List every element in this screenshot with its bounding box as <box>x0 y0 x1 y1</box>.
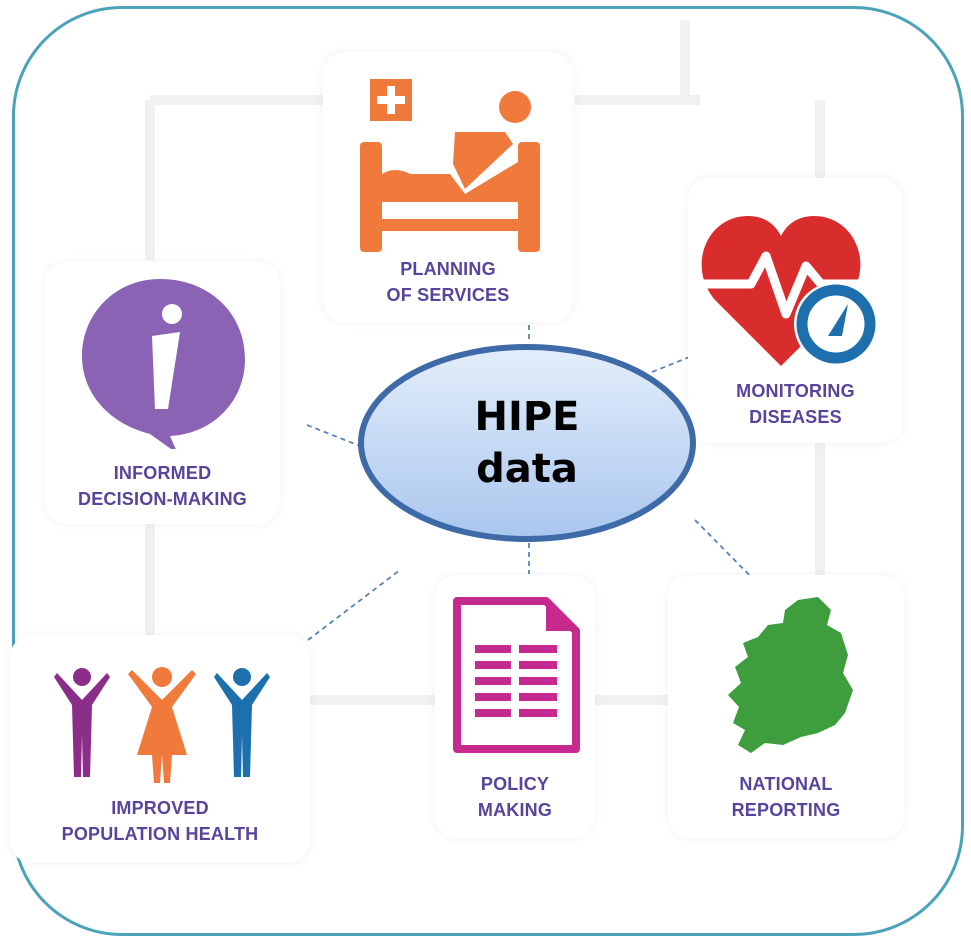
monitoring-card: MONITORING DISEASES <box>688 178 903 443</box>
hub-title: HIPE data <box>357 391 697 495</box>
population-line1: IMPROVED <box>111 798 209 818</box>
national-line2: REPORTING <box>731 800 841 820</box>
person-orange <box>128 667 196 783</box>
hub-line2: data <box>476 446 578 492</box>
people-group-icon <box>54 667 270 783</box>
monitoring-label: MONITORING DISEASES <box>688 378 903 430</box>
hub-line1: HIPE <box>474 394 580 440</box>
population-card: IMPROVED POPULATION HEALTH <box>10 635 310 863</box>
policy-card: POLICY MAKING <box>435 575 595 838</box>
national-line1: NATIONAL <box>739 774 833 794</box>
rounded-frame <box>12 6 964 936</box>
population-line2: POPULATION HEALTH <box>61 824 259 844</box>
informed-card: INFORMED DECISION-MAKING <box>45 262 280 524</box>
hub-ellipse <box>358 344 696 542</box>
policy-line2: MAKING <box>477 800 553 820</box>
informed-label: INFORMED DECISION-MAKING <box>45 460 280 512</box>
hipe-data-hub: HIPE data <box>357 343 697 543</box>
national-card: NATIONAL REPORTING <box>668 575 904 838</box>
document-icon <box>453 597 580 753</box>
population-label: IMPROVED POPULATION HEALTH <box>10 795 310 847</box>
monitoring-line2: DISEASES <box>749 407 842 427</box>
ireland-map-icon <box>728 597 853 753</box>
planning-label: PLANNING OF SERVICES <box>323 256 573 308</box>
planning-line1: PLANNING <box>400 259 496 279</box>
planning-line2: OF SERVICES <box>386 285 510 305</box>
info-speech-bubble-icon <box>82 279 245 449</box>
monitoring-line1: MONITORING <box>736 381 855 401</box>
heart-rate-monitor-icon <box>701 216 878 366</box>
national-label: NATIONAL REPORTING <box>668 771 904 823</box>
hospital-bed-icon <box>360 79 540 252</box>
person-purple <box>54 668 110 777</box>
informed-line2: DECISION-MAKING <box>78 489 247 509</box>
person-blue <box>214 668 270 777</box>
policy-label: POLICY MAKING <box>435 771 595 823</box>
planning-card: PLANNING OF SERVICES <box>323 52 573 322</box>
informed-line1: INFORMED <box>113 463 212 483</box>
policy-line1: POLICY <box>480 774 550 794</box>
